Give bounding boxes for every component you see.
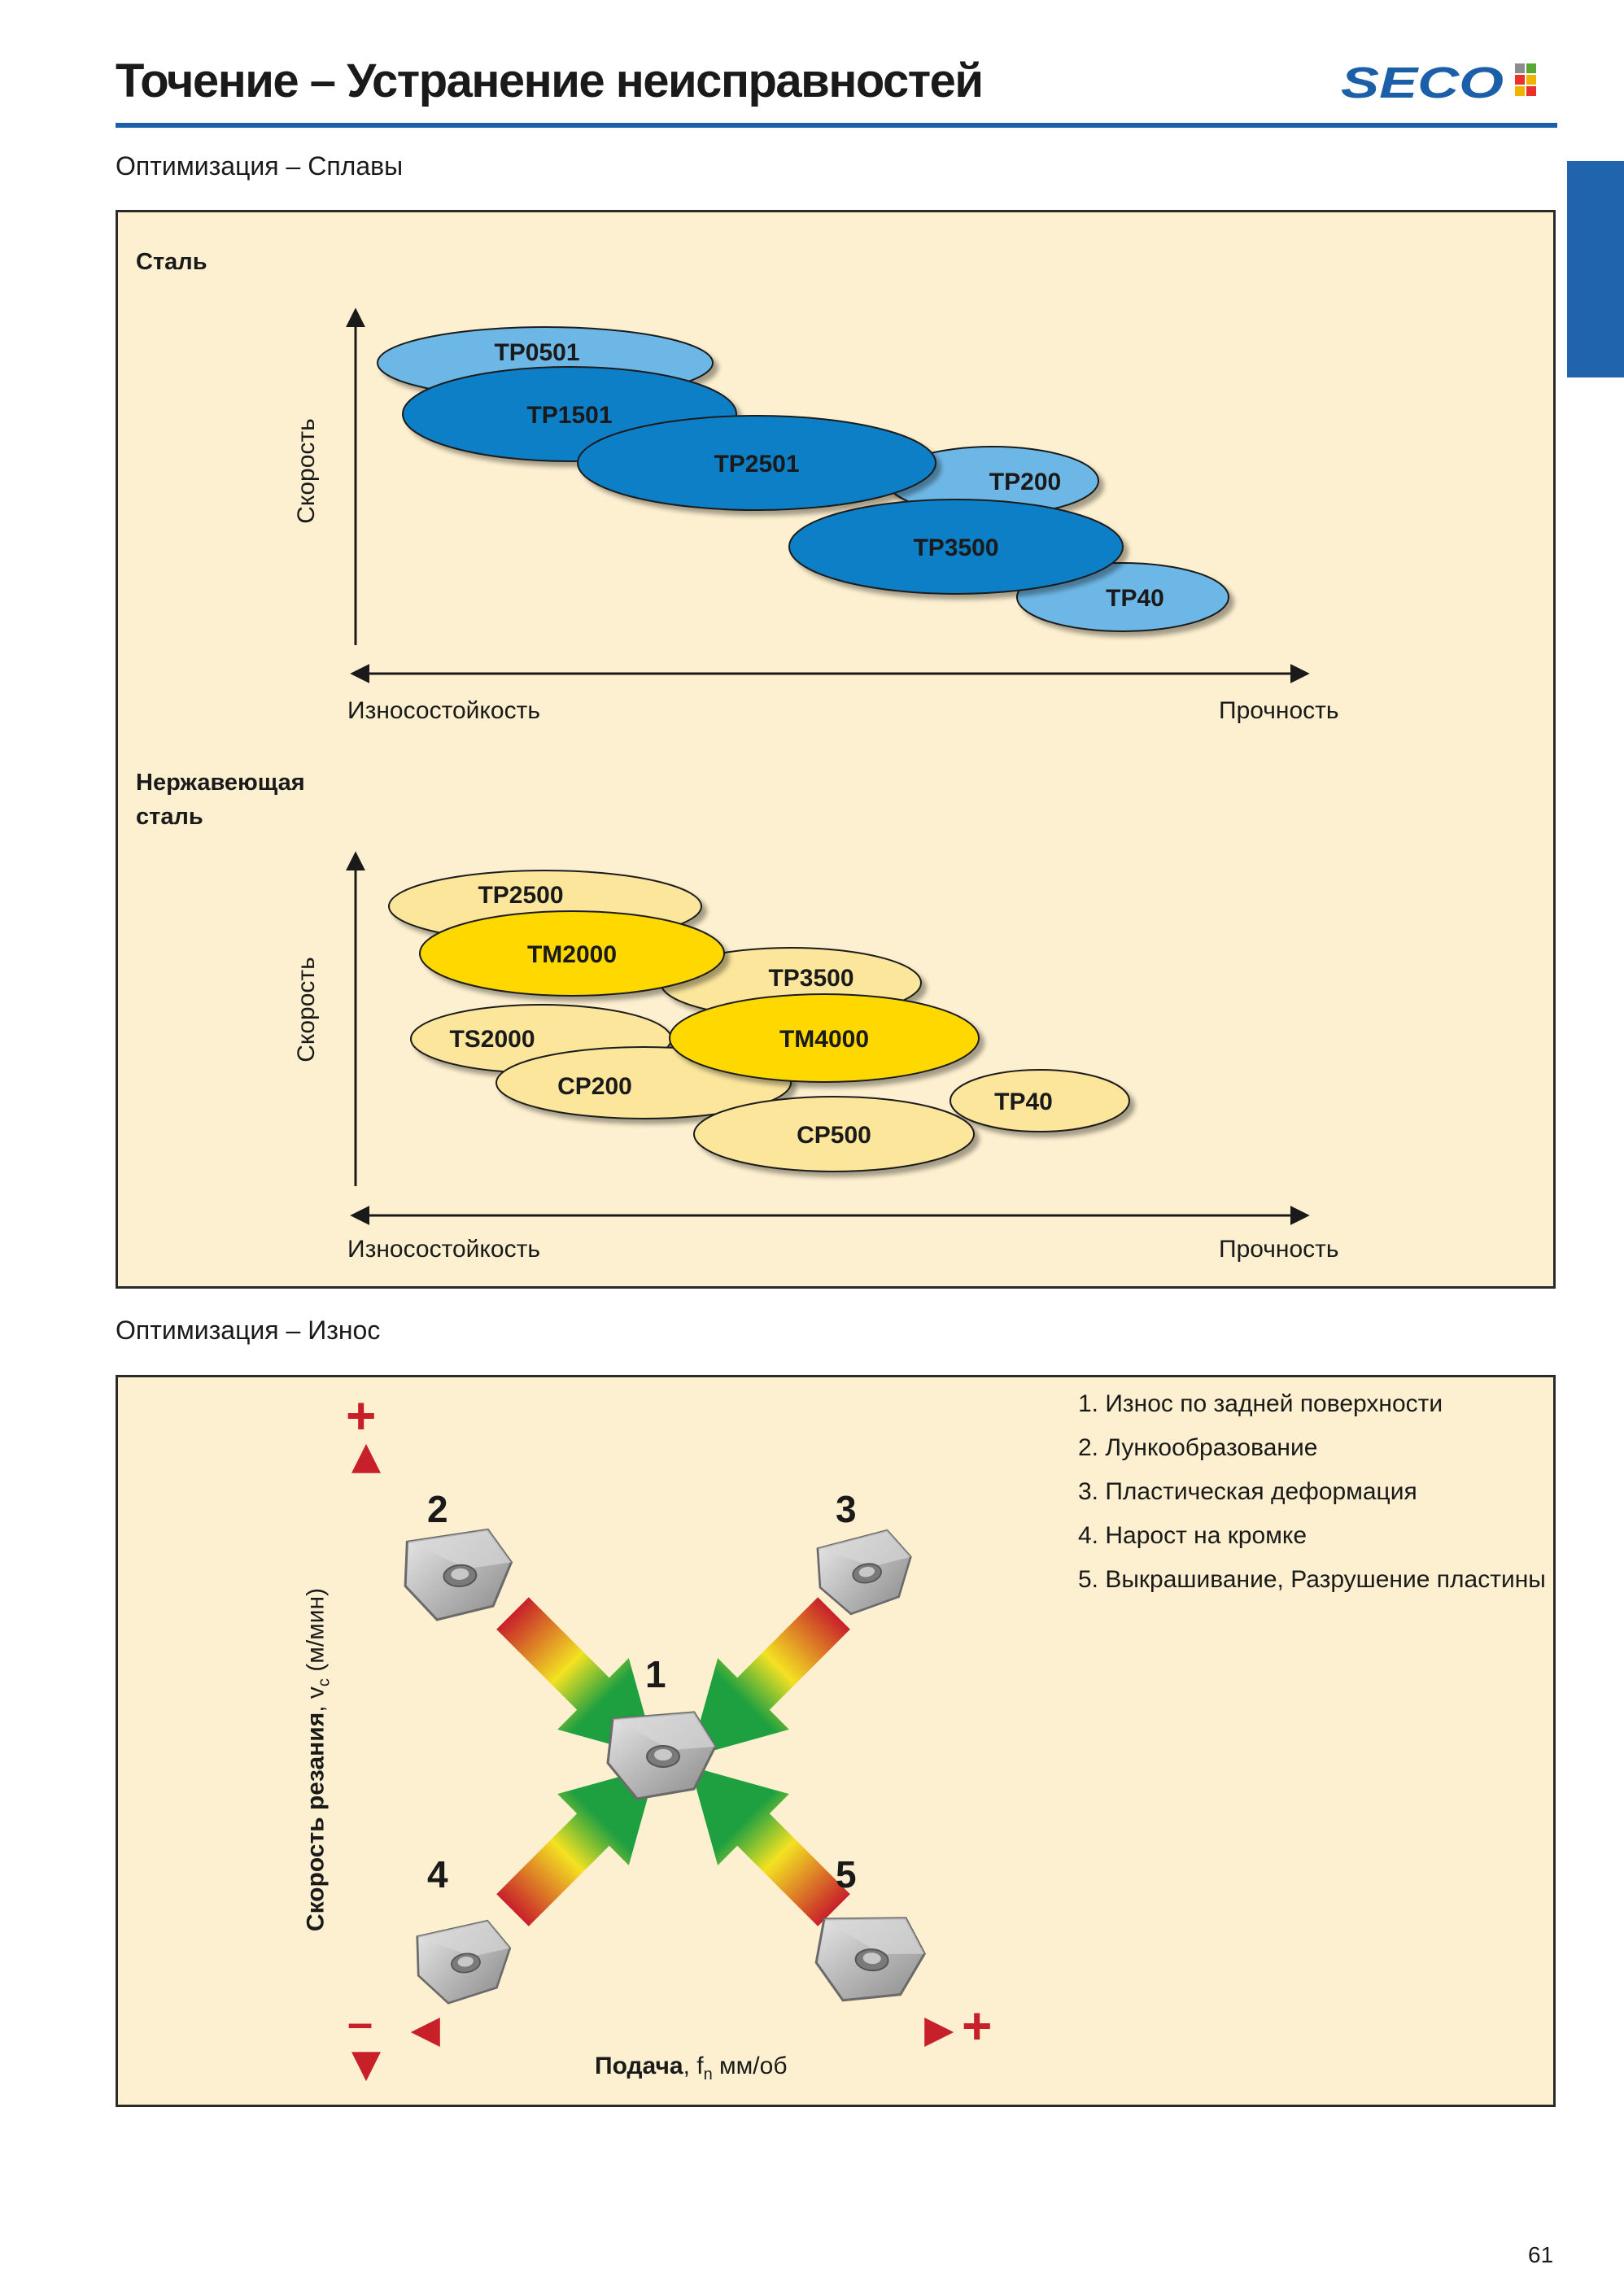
brand-logo: SECO xyxy=(1334,59,1562,107)
section-side-tab xyxy=(1567,161,1624,377)
insert-5-icon xyxy=(812,1911,928,2007)
steel-grade-tp0501-label: TP0501 xyxy=(494,339,579,366)
stainless-label: Нержавеющая сталь xyxy=(136,770,305,830)
steel-grade-tp200-label: TP200 xyxy=(989,469,1061,495)
steel-label: Сталь xyxy=(136,249,207,275)
stainless-grade-tm2000-ellipse xyxy=(419,910,725,997)
stainless-grade-cp500-label: CP500 xyxy=(797,1122,871,1149)
stainless-grade-cp200-label: CP200 xyxy=(557,1073,632,1100)
title-rule xyxy=(116,123,1557,128)
steel-x-left-label: Износостойкость xyxy=(347,697,540,724)
feed-minus-marker: – xyxy=(347,1996,373,2048)
legend-item: 3. Пластическая деформация xyxy=(1078,1478,1417,1505)
legend-item: 1. Износ по задней поверхности xyxy=(1078,1390,1443,1417)
speed-plus-marker: + xyxy=(346,1386,377,1445)
stainless-grade-tm4000-ellipse xyxy=(669,993,980,1083)
legend-item: 5. Выкрашивание, Разрушение пластины xyxy=(1078,1566,1546,1593)
steel-grade-tp2501-ellipse xyxy=(577,415,936,511)
stainless-grade-tp40-label: TP40 xyxy=(994,1089,1053,1115)
steel-grade-tp3500-ellipse xyxy=(788,499,1124,595)
stainless-grade-cp500-ellipse xyxy=(693,1096,975,1172)
steel-grade-tp40-label: TP40 xyxy=(1106,585,1164,612)
svg-text:SECO: SECO xyxy=(1341,59,1504,104)
stainless-x-left-label: Износостойкость xyxy=(347,1236,540,1263)
steel-grade-tp3500-label: TP3500 xyxy=(913,534,998,561)
section-title-alloys: Оптимизация – Сплавы xyxy=(116,151,404,181)
insert-2-icon xyxy=(400,1527,517,1623)
insert-3-icon xyxy=(811,1525,920,1620)
insert-4-icon xyxy=(411,1917,517,2008)
legend-item: 2. Лункообразование xyxy=(1078,1434,1318,1461)
steel-y-axis-label: Скорость xyxy=(293,418,320,524)
stainless-x-right-label: Прочность xyxy=(1219,1236,1339,1263)
speed-axis-label: Скорость резания, vc (м/мин) xyxy=(302,1587,334,1932)
steel-grade-tp1501-label: TP1501 xyxy=(526,402,612,429)
stainless-grade-tp3500-label: TP3500 xyxy=(768,965,853,992)
marker-4: 4 xyxy=(427,1853,448,1896)
stainless-y-axis-label: Скорость xyxy=(293,957,320,1062)
marker-3: 3 xyxy=(836,1488,857,1530)
stainless-grade-ts2000-label: TS2000 xyxy=(449,1026,535,1053)
stainless-grade-tp40-ellipse xyxy=(950,1069,1130,1132)
marker-2: 2 xyxy=(427,1488,448,1530)
legend-item: 4. Нарост на кромке xyxy=(1078,1522,1307,1549)
feed-plus-marker: + xyxy=(962,1996,993,2055)
stainless-grade-tp2500-label: TP2500 xyxy=(478,882,563,909)
section-title-wear: Оптимизация – Износ xyxy=(116,1315,381,1345)
stainless-grade-tm2000-label: TM2000 xyxy=(527,941,617,968)
page-title: Точение – Устранение неисправностей xyxy=(116,55,984,107)
wear-panel: + – + 1 2 3 4 5 Скорость резания, vc (м/… xyxy=(116,1375,1556,2107)
wear-diagram xyxy=(351,1443,954,2082)
feed-axis-label: Подача, fn мм/об xyxy=(595,2053,788,2083)
marker-5: 5 xyxy=(836,1853,857,1896)
stainless-grade-tm4000-label: TM4000 xyxy=(779,1026,869,1053)
marker-1: 1 xyxy=(645,1653,666,1695)
page-number: 61 xyxy=(1528,2242,1554,2267)
steel-x-right-label: Прочность xyxy=(1219,697,1339,724)
steel-grade-tp2501-label: TP2501 xyxy=(714,451,799,478)
